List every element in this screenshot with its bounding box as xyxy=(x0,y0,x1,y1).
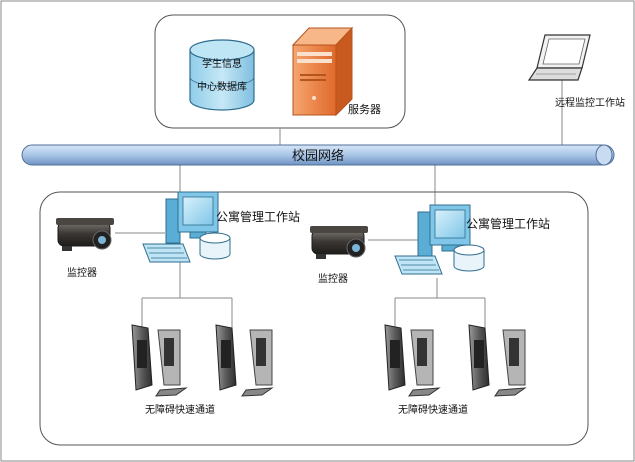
camera-icon xyxy=(56,218,114,251)
database-label-line1: 学生信息 xyxy=(202,57,242,70)
workstation-label-1: 公寓管理工作站 xyxy=(216,209,300,224)
database-icon xyxy=(189,39,255,111)
gate-icon xyxy=(384,324,527,397)
backbone-label: 校园网络 xyxy=(292,148,344,164)
server-icon xyxy=(291,26,354,117)
gate-label-1: 无障碍快速通道 xyxy=(145,403,215,416)
campus-backbone xyxy=(21,144,615,166)
gate-icon xyxy=(131,324,274,397)
dormitory-group xyxy=(39,191,589,446)
camera-label-2: 监控器 xyxy=(318,272,348,285)
database-label-line2: 中心数据库 xyxy=(197,80,247,93)
remote-station-label: 远程监控工作站 xyxy=(555,96,625,109)
workstation-label-2: 公寓管理工作站 xyxy=(466,216,550,231)
server-label: 服务器 xyxy=(348,103,381,116)
workstation-icon xyxy=(394,204,485,275)
workstation-icon xyxy=(142,191,231,263)
gate-label-2: 无障碍快速通道 xyxy=(398,403,468,416)
camera-icon xyxy=(310,226,368,259)
camera-label-1: 监控器 xyxy=(67,266,97,279)
laptop-icon xyxy=(527,34,591,81)
